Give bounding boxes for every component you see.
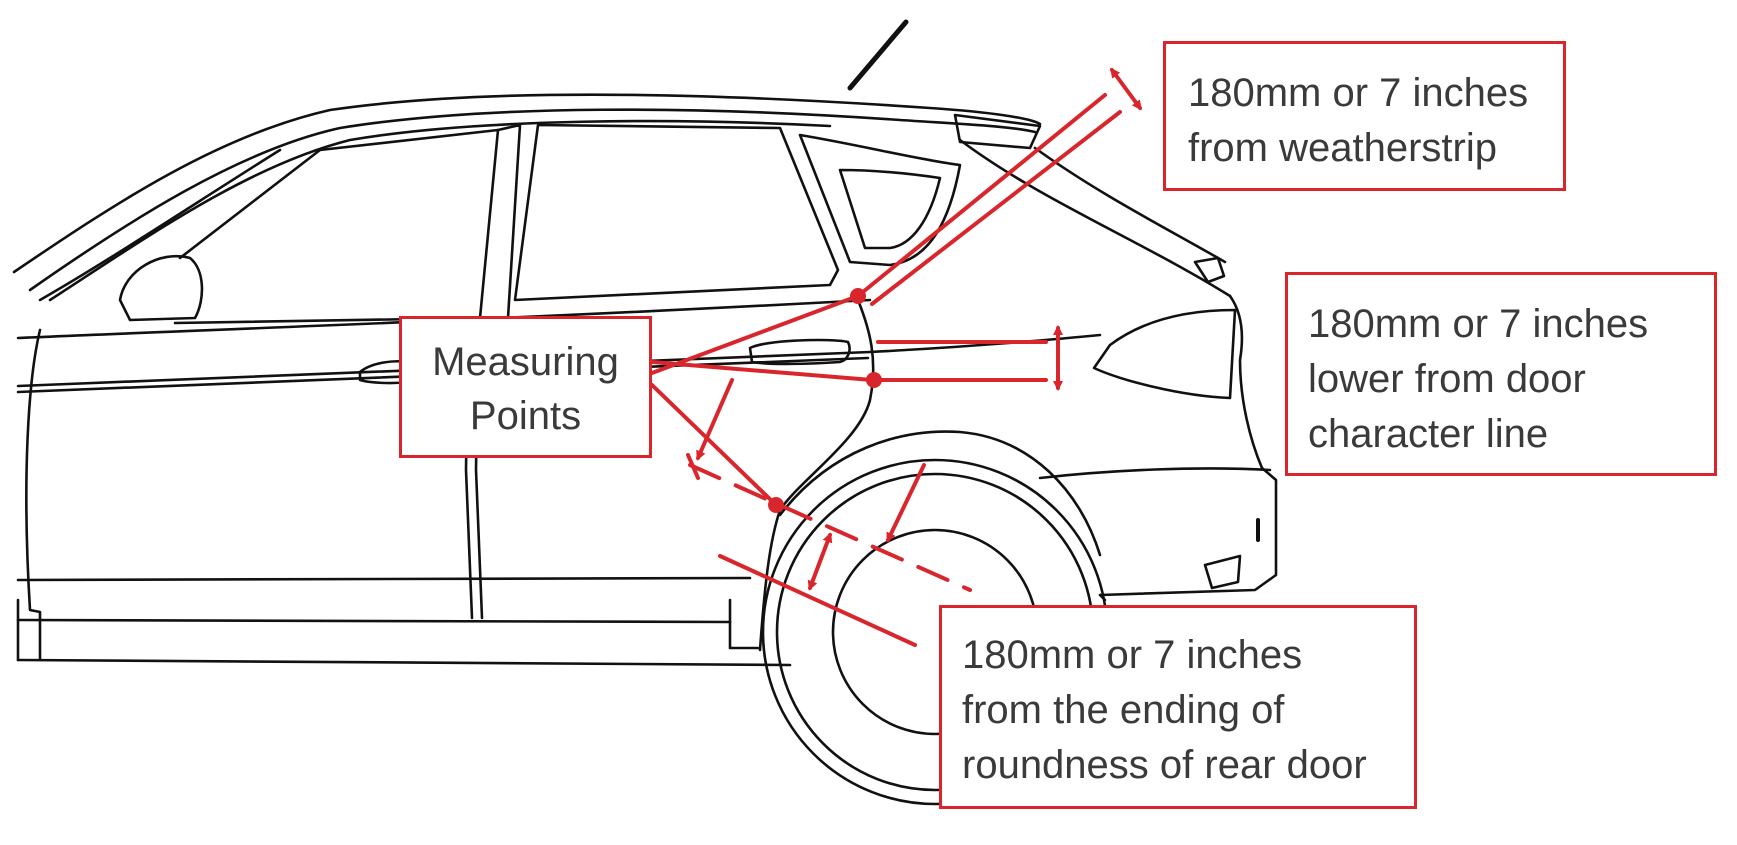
- quarter-window: [798, 133, 962, 267]
- measuring-markers: [768, 288, 882, 513]
- character-line-1: 180mm or 7 inches: [1308, 302, 1649, 346]
- rear-wiper: [1193, 256, 1226, 284]
- sill-notch: [728, 598, 760, 650]
- rear-glass-inner: [1033, 146, 1227, 264]
- rocker-bottom: [16, 658, 792, 667]
- roundness-solid-line: [718, 554, 917, 647]
- rear-reflector: [1203, 554, 1242, 590]
- bumper-line: [1038, 467, 1272, 480]
- red-dot-marker: [850, 288, 866, 304]
- car-outline: [12, 19, 1278, 806]
- rear-window: [513, 123, 840, 302]
- antenna: [847, 19, 909, 91]
- roof-inner: [48, 119, 832, 302]
- roundness-dashed-line: [688, 463, 972, 592]
- roundness-arrow: [807, 532, 833, 591]
- roundness-line-3: roundness of rear door: [962, 743, 1367, 787]
- front-window: [173, 128, 500, 325]
- roundness-callout: 180mm or 7 inches from the ending of rou…: [939, 605, 1417, 809]
- pointer-arrow-1: [696, 378, 734, 461]
- weatherstrip-line-outer: [856, 93, 1107, 298]
- roundness-line-1: 180mm or 7 inches: [962, 633, 1303, 677]
- measuring-points-line-2: Points: [469, 394, 582, 438]
- rear-door-handle: [748, 338, 851, 366]
- tail-lower: [1098, 466, 1278, 597]
- character-line-3: character line: [1308, 412, 1549, 456]
- weatherstrip-line-inner: [870, 110, 1122, 306]
- belt-line: [16, 298, 872, 340]
- leader-to-lower-point: [650, 383, 778, 507]
- measuring-points-line-1: Measuring: [432, 340, 619, 384]
- tail-lamp: [1092, 308, 1237, 400]
- wheel-arch-lip: [778, 430, 1102, 557]
- roundness-line-2: from the ending of: [962, 688, 1285, 732]
- lower-rear-panel: [1098, 593, 1107, 602]
- tail-upper: [1228, 294, 1264, 470]
- rear-glass: [958, 138, 1232, 298]
- quarter-window-inner: [838, 168, 942, 250]
- leader-to-upper-point: [650, 294, 860, 375]
- side-mirror: [118, 255, 204, 322]
- roof-line: [12, 93, 1042, 274]
- annotations: [650, 67, 1142, 647]
- red-dot-marker: [768, 497, 784, 513]
- roof-rail: [28, 108, 1037, 292]
- sill-line: [16, 576, 752, 582]
- leader-to-mid-point: [650, 360, 874, 382]
- weatherstrip-arrow: [1110, 67, 1142, 111]
- roundness-tick: [686, 453, 700, 480]
- b-pillar: [478, 123, 522, 320]
- weatherstrip-line-2: from weatherstrip: [1188, 126, 1497, 170]
- front-door-edge: [25, 328, 42, 662]
- weatherstrip-callout: 180mm or 7 inches from weatherstrip: [1163, 41, 1566, 191]
- pointer-arrow-2: [886, 463, 926, 543]
- weatherstrip-line-1: 180mm or 7 inches: [1188, 71, 1529, 115]
- rear-spoiler: [953, 113, 1042, 150]
- measuring-points-callout: Measuring Points: [399, 316, 652, 458]
- character-line-2: lower from door: [1308, 357, 1586, 401]
- red-dot-marker: [866, 372, 882, 388]
- rocker-top: [16, 618, 732, 624]
- character-line-callout: 180mm or 7 inches lower from door charac…: [1285, 272, 1717, 476]
- windshield: [38, 148, 282, 302]
